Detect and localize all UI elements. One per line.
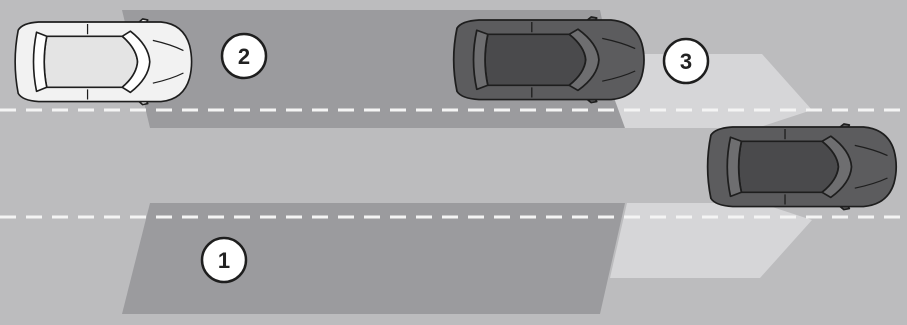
callout-label-3: 3 — [680, 49, 692, 74]
callout-badge-2: 2 — [222, 34, 266, 78]
ahead-vehicle-icon — [708, 124, 897, 210]
callout-badge-1: 1 — [202, 238, 246, 282]
callout-label-1: 1 — [218, 248, 230, 273]
own-vehicle-icon — [15, 19, 191, 105]
callout-label-2: 2 — [238, 44, 250, 69]
detection-zone-1 — [122, 203, 625, 314]
adjacent-lane-vehicle-icon — [454, 17, 644, 103]
callout-badge-3: 3 — [664, 39, 708, 83]
